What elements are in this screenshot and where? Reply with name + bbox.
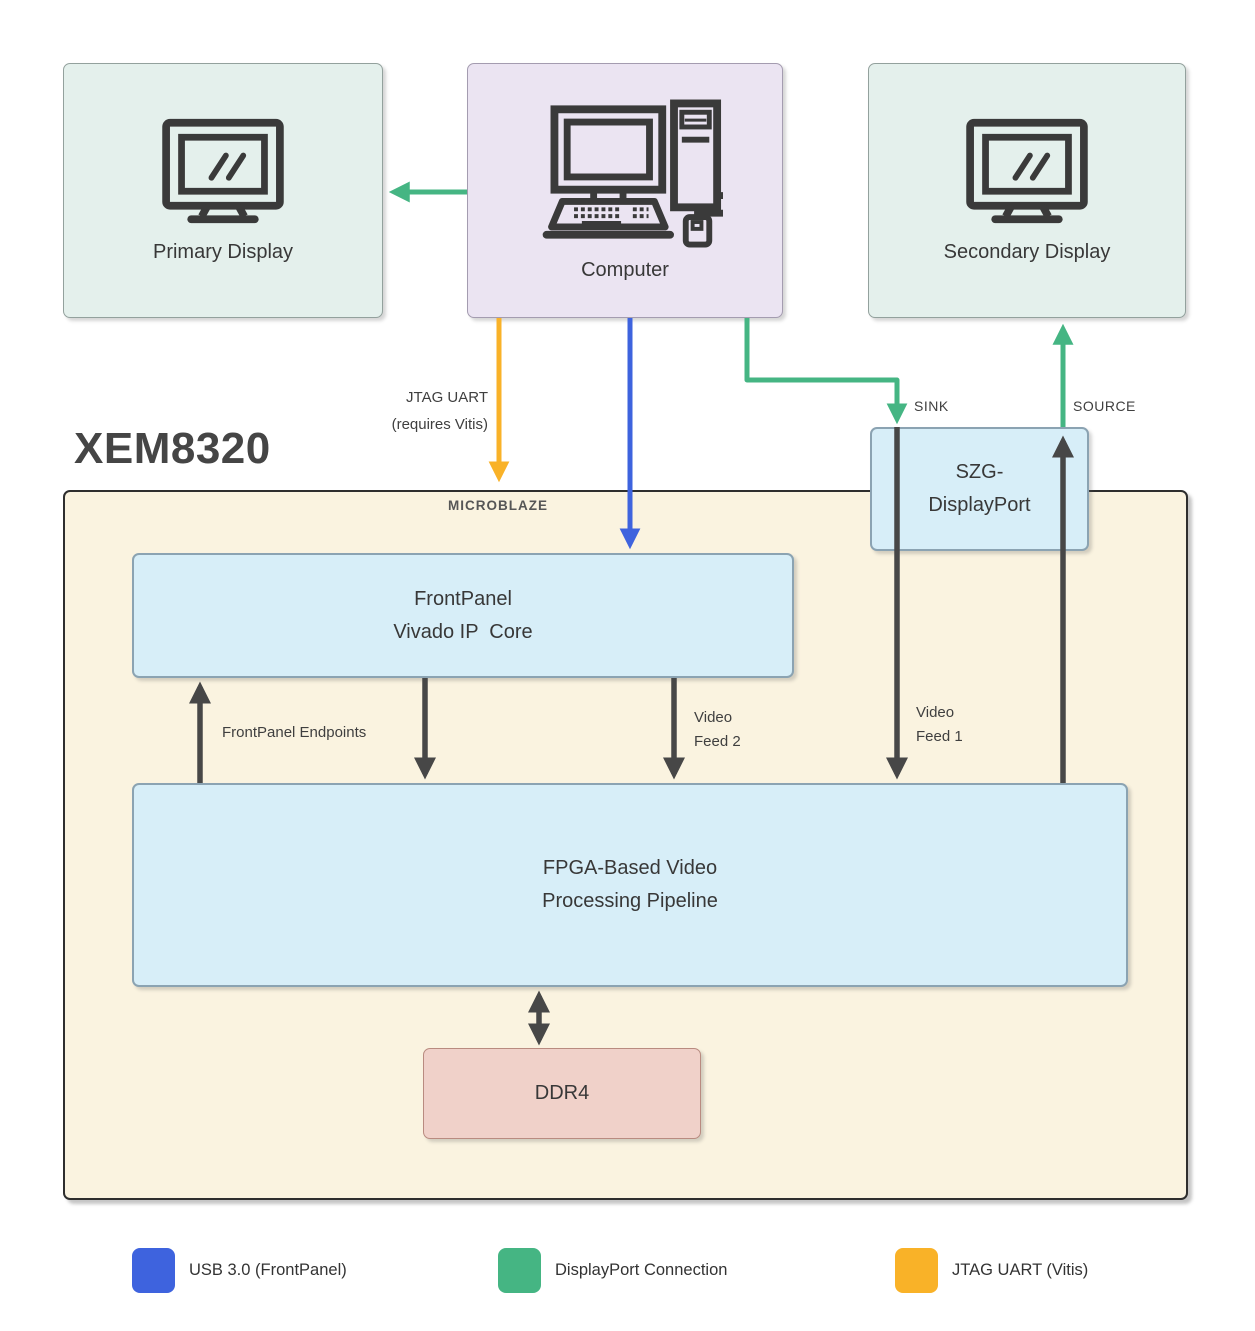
video-feed-2-label: Video Feed 2: [694, 706, 741, 754]
computer-node: Computer: [467, 63, 783, 318]
legend-label-usb: USB 3.0 (FrontPanel): [189, 1261, 347, 1279]
computer-label: Computer: [581, 259, 669, 281]
video-feed-2-label-line2: Feed 2: [694, 733, 741, 750]
jtag-uart-label-line2: (requires Vitis): [391, 416, 488, 433]
jtag-uart-label-line1: JTAG UART: [406, 389, 488, 406]
jtag-uart-edge-label: JTAG UART (requires Vitis): [392, 384, 488, 438]
microblaze-label: MICROBLAZE: [448, 498, 548, 513]
legend-label-jtag: JTAG UART (Vitis): [952, 1261, 1089, 1279]
usb-color-swatch: [132, 1248, 175, 1293]
computer-icon: [542, 99, 723, 248]
szg-displayport-label-line1: SZG-: [955, 461, 1004, 483]
video-feed-1-label: Video Feed 1: [916, 701, 963, 749]
legend-item-usb: USB 3.0 (FrontPanel): [132, 1248, 347, 1293]
szg-displayport-node: SZG- DisplayPort: [870, 427, 1089, 551]
displayport-sink-arrow: [744, 318, 908, 425]
diagram-title: XEM8320: [74, 424, 271, 473]
frontpanel-label-line1: FrontPanel: [414, 587, 512, 610]
secondary-display-node: Secondary Display: [868, 63, 1186, 318]
secondary-display-label: Secondary Display: [943, 241, 1111, 263]
sink-label: SINK: [914, 398, 949, 414]
frontpanel-label-line2: Vivado IP Core: [393, 620, 533, 643]
video-feed-2-label-line1: Video: [694, 709, 733, 726]
jtag-color-swatch: [895, 1248, 938, 1293]
ddr4-node: DDR4: [423, 1048, 701, 1139]
ddr4-label: DDR4: [534, 1082, 590, 1104]
legend-item-jtag: JTAG UART (Vitis): [895, 1248, 1088, 1293]
monitor-icon: [162, 118, 284, 224]
monitor-icon: [966, 118, 1088, 224]
video-feed-1-label-line1: Video: [916, 704, 955, 721]
pipeline-label-line1: FPGA-Based Video: [542, 857, 718, 879]
fpga-video-pipeline-node: FPGA-Based Video Processing Pipeline: [132, 783, 1128, 987]
source-label: SOURCE: [1073, 398, 1136, 414]
pipeline-label-line2: Processing Pipeline: [542, 890, 718, 912]
legend-label-displayport: DisplayPort Connection: [555, 1261, 728, 1279]
frontpanel-vivado-ip-core-node: FrontPanel Vivado IP Core: [132, 553, 794, 678]
primary-display-label: Primary Display: [152, 241, 294, 263]
video-feed-1-label-line2: Feed 1: [916, 728, 963, 745]
primary-display-node: Primary Display: [63, 63, 383, 318]
displayport-color-swatch: [498, 1248, 541, 1293]
legend-item-displayport: DisplayPort Connection: [498, 1248, 727, 1293]
frontpanel-endpoints-label: FrontPanel Endpoints: [222, 724, 367, 741]
szg-displayport-label-line2: DisplayPort: [928, 494, 1031, 516]
